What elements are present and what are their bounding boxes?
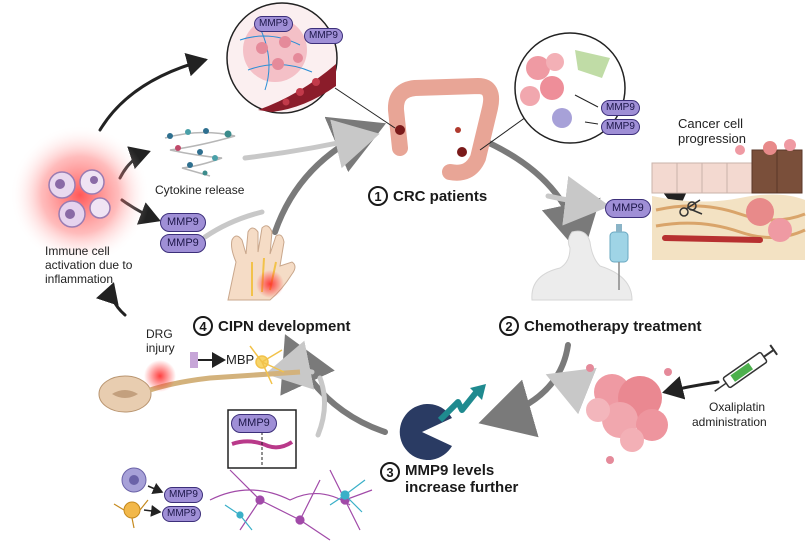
zigzag-arrow-icon — [437, 384, 486, 423]
tumor-cluster-icon — [586, 364, 672, 464]
cytokine-release-label: Cytokine release — [155, 183, 245, 197]
neuron-network-icon — [209, 469, 373, 541]
mmp9-pill-tumor-2: MMP9 — [601, 119, 640, 135]
mmp9-pill-left-2: MMP9 — [160, 234, 206, 253]
step-1-number: 1 — [368, 186, 388, 206]
immune-activation-label-line2: activation due to — [45, 258, 133, 272]
step-3-text-line1: MMP9 levels — [405, 462, 495, 479]
step-3-label: 3 MMP9 levels increase further — [380, 462, 518, 496]
cancer-progression-label-line2: progression — [678, 131, 746, 146]
cycle-arrow-1-to-2 — [475, 135, 601, 257]
step-1-label: 1 CRC patients — [368, 186, 487, 206]
cycle-arrow-2-to-3 — [478, 342, 571, 438]
drg-to-immune-arrow — [95, 282, 127, 317]
mmp9-pill-bottom-2: MMP9 — [162, 506, 201, 522]
tumor-inset-icon — [514, 32, 626, 144]
step-4-text: CIPN development — [218, 317, 351, 335]
immune-cell-cluster — [10, 125, 150, 265]
colon-to-mmp9-arrow — [545, 176, 610, 226]
oxaliplatin-label-line1: Oxaliplatin — [709, 400, 766, 414]
colon-icon — [387, 78, 500, 181]
mbp-label: MBP — [226, 352, 255, 367]
mmp9-pill-tumor-1: MMP9 — [601, 100, 640, 116]
step-1-text: CRC patients — [393, 187, 488, 205]
colon-tumor-marks — [395, 125, 467, 157]
mmp9-pill-vessel-2: MMP9 — [304, 28, 343, 44]
step-4-number: 4 — [193, 316, 213, 336]
drg-injury-label-line2: injury — [146, 341, 175, 355]
spinal-cord-icon — [98, 360, 301, 413]
step-2-number: 2 — [499, 316, 519, 336]
immune-cell — [89, 197, 111, 219]
mmp9-pill-inset: MMP9 — [231, 414, 277, 433]
scissors-icon — [679, 199, 703, 217]
step-4-label: 4 CIPN development — [193, 316, 351, 336]
mmp9-pill-left-1: MMP9 — [160, 213, 206, 232]
tumor-to-cycle-arrow — [545, 367, 597, 415]
cytokine-swirl-icon — [164, 128, 236, 177]
mmp9-to-hand-arrow — [202, 209, 265, 240]
mmp9-pill-bottom-1: MMP9 — [164, 487, 203, 503]
cycle-arrow-3-to-4 — [280, 334, 388, 435]
cancer-tissue-icon — [651, 139, 806, 260]
cytokine-to-colon-arrow — [242, 119, 380, 169]
cyan-neuron-icon — [224, 479, 366, 531]
syringe-icon — [714, 344, 778, 392]
mmp9-pill-right: MMP9 — [605, 199, 651, 218]
immune-activation-label-line1: Immune cell — [45, 244, 110, 258]
oxaliplatin-label-line2: administration — [692, 415, 767, 429]
patient-iv-icon — [531, 224, 633, 301]
syringe-arrow — [662, 376, 720, 400]
step-2-label: 2 Chemotherapy treatment — [499, 316, 702, 336]
mmp9-pill-vessel-1: MMP9 — [254, 16, 293, 32]
drg-injury-label-line1: DRG — [146, 327, 173, 341]
mbp-arrow — [190, 352, 226, 368]
immune-activation-label-line3: inflammation — [45, 272, 114, 286]
neuron-icon — [249, 345, 285, 385]
step-3-number: 3 — [380, 462, 400, 482]
step-3-text-line2: increase further — [405, 479, 519, 496]
hand-nerve-icon — [227, 225, 296, 301]
immune-to-blood-vessel-arrow — [98, 53, 208, 132]
step-2-text: Chemotherapy treatment — [524, 317, 702, 335]
cancer-progression-label-line1: Cancer cell — [678, 116, 744, 131]
bottom-cells-icon — [113, 467, 164, 529]
neuron-cluster-arrow — [315, 375, 327, 438]
